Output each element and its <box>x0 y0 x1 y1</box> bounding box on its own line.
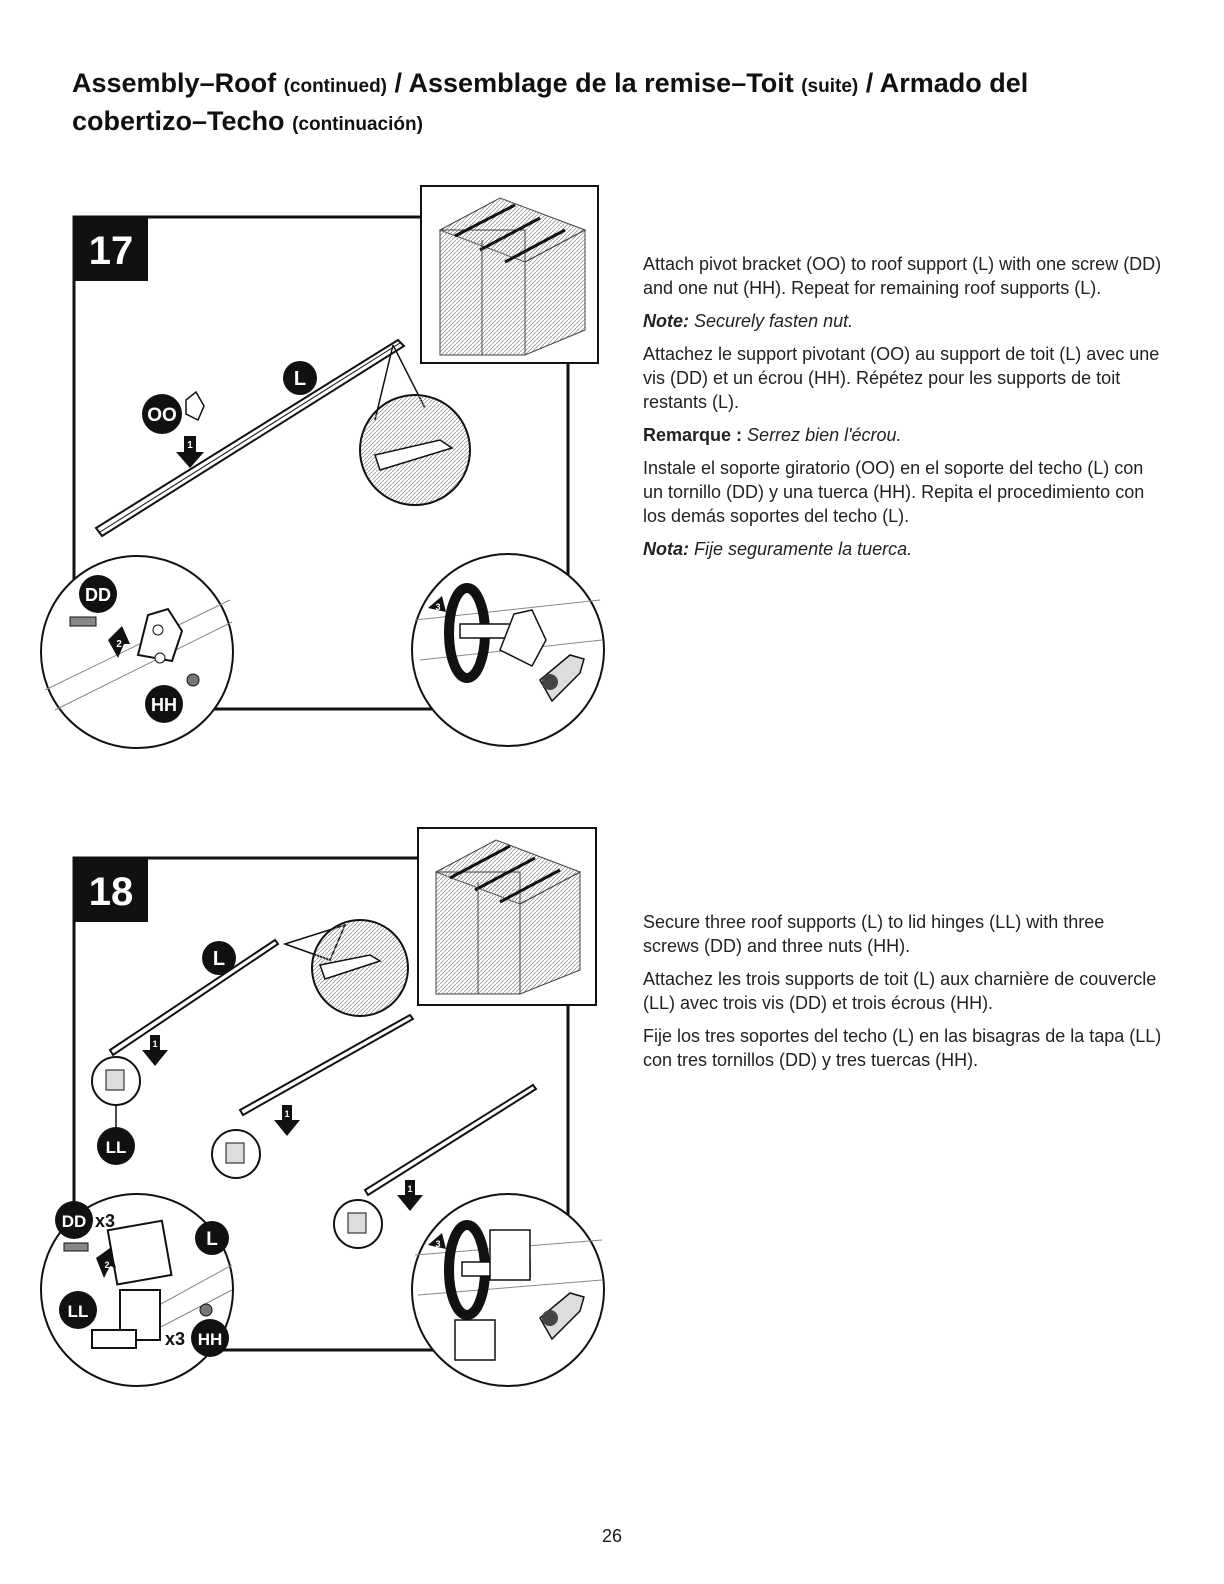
step-18-text-en: Secure three roof supports (L) to lid hi… <box>643 912 1105 956</box>
label-ll: LL <box>106 1138 127 1157</box>
label-ll-detail: LL <box>68 1302 89 1321</box>
page-title: Assembly–Roof (continued) / Assemblage d… <box>72 66 1152 142</box>
step-18-text-fr: Attachez les trois supports de toit (L) … <box>643 969 1157 1013</box>
step-17-text-en: Attach pivot bracket (OO) to roof suppor… <box>643 254 1162 298</box>
label-dd-bubble <box>79 575 117 613</box>
arrow-1-icon: 1 <box>142 1035 168 1066</box>
roof-support-rail <box>94 338 406 538</box>
step-18-instructions: Secure three roof supports (L) to lid hi… <box>643 910 1163 1081</box>
screw-nut-detail: 2 <box>40 555 234 749</box>
svg-text:1: 1 <box>187 440 193 451</box>
step-17-illustration: 17 L OO 1 2 <box>40 185 605 749</box>
page-number: 26 <box>601 1526 623 1546</box>
title-fr-cont: (suite) <box>801 76 859 97</box>
label-oo: OO <box>147 405 177 426</box>
label-ll-bubble <box>59 1291 97 1329</box>
title-sep: / <box>858 68 880 98</box>
hinge-screw-detail: 2 <box>40 1193 234 1387</box>
label-l: L <box>294 368 306 390</box>
step-17-text-fr: Attachez le support pivotant (OO) au sup… <box>643 344 1160 412</box>
label-l-bubble <box>195 1221 229 1255</box>
title-fr: Assemblage de la remise–Toit <box>408 68 794 98</box>
label-l: L <box>213 948 225 970</box>
label-hh-bubble <box>191 1319 229 1357</box>
label-dd-bubble <box>55 1201 93 1239</box>
wrench-detail: 3 <box>411 1193 605 1387</box>
step-17-badge <box>74 217 148 281</box>
label-dd-qty: x3 <box>95 1211 115 1231</box>
hinge-icon <box>91 1056 141 1106</box>
title-es-cont: (continuación) <box>292 114 423 135</box>
step-17-number: 17 <box>89 229 134 273</box>
svg-text:3: 3 <box>435 602 440 612</box>
svg-text:1: 1 <box>284 1109 289 1119</box>
label-hh: HH <box>151 695 177 715</box>
roof-support-rails <box>108 938 538 1197</box>
svg-text:1: 1 <box>152 1039 157 1049</box>
step-17-note-fr: Remarque : Serrez bien l'écrou. <box>643 425 902 445</box>
wrench-detail: 3 <box>411 553 605 747</box>
step-18-text-es: Fije los tres soportes del techo (L) en … <box>643 1026 1162 1070</box>
label-dd: DD <box>62 1212 87 1231</box>
hinge-icon <box>333 1199 383 1249</box>
title-sep: / <box>387 68 409 98</box>
title-en-cont: (continued) <box>283 76 388 97</box>
label-l-bubble <box>202 941 236 975</box>
arrow-1-icon: 1 <box>176 436 204 468</box>
step-17-note-es: Nota: Fije seguramente la tuerca. <box>643 539 913 559</box>
shed-thumbnail <box>420 185 599 364</box>
title-en: Assembly–Roof <box>72 68 277 98</box>
arrow-1-icon: 1 <box>397 1180 423 1211</box>
step-18-badge <box>74 858 148 922</box>
step-17-text-es: Instale el soporte giratorio (OO) en el … <box>643 458 1145 526</box>
label-hh-bubble <box>145 685 183 723</box>
pivot-bracket-icon <box>185 390 205 422</box>
svg-text:1: 1 <box>407 1184 412 1194</box>
arrow-1-icon: 1 <box>274 1105 300 1136</box>
label-dd: DD <box>85 585 111 605</box>
label-hh: HH <box>198 1330 223 1349</box>
hinge-icon <box>211 1129 261 1179</box>
step-17-note-en: Note: Securely fasten nut. <box>643 311 854 331</box>
svg-text:2: 2 <box>104 1260 109 1270</box>
label-hh-qty: x3 <box>165 1329 185 1349</box>
step-17-instructions: Attach pivot bracket (OO) to roof suppor… <box>643 252 1163 570</box>
label-l-bubble <box>283 361 317 395</box>
label-oo-bubble <box>142 394 182 434</box>
step-18-illustration: 18 L 1 1 <box>40 827 605 1387</box>
step-18-number: 18 <box>89 870 134 914</box>
svg-text:3: 3 <box>435 1239 440 1249</box>
label-l-detail: L <box>206 1229 218 1250</box>
title-es: Armado del cobertizo–Techo <box>72 68 1029 136</box>
svg-text:2: 2 <box>116 639 122 650</box>
label-ll-bubble <box>97 1127 135 1165</box>
shed-thumbnail <box>417 827 597 1006</box>
